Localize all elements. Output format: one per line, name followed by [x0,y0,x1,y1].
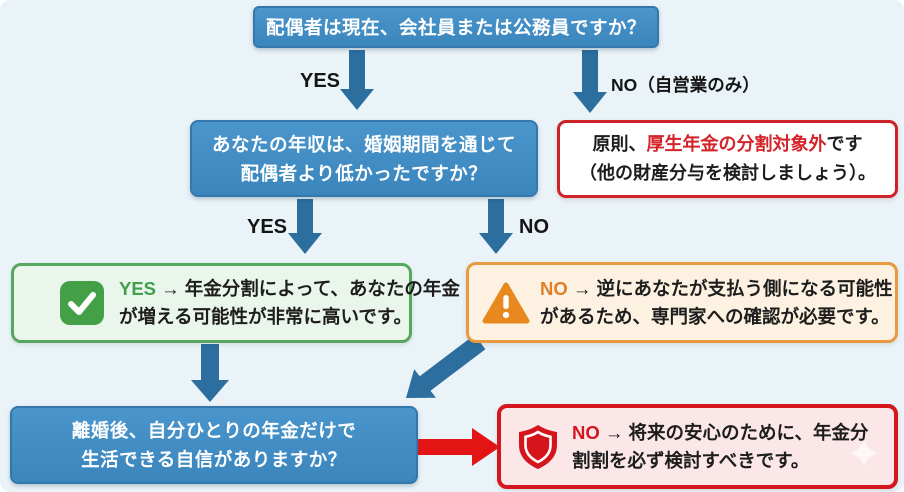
result-not-eligible-line2: （他の財産分与を検討しましょう）。 [579,163,876,183]
question-income-line1: あなたの年収は、婚姻期間を通じて [211,133,516,155]
result-yes-rest: → 年金分割によって、あなたの年金 [156,278,460,299]
sparkle-icon [850,439,878,472]
result-no-payer-risk: NO → 逆にあなたが支払う側になる可能性 があるため、専門家への確認が必要です… [466,262,898,343]
edge-label-q2-no: NO [519,216,549,238]
arrow-q2-yes [288,199,322,254]
edge-label-q2-yes: YES [247,216,288,238]
result-no-line1: NO → 逆にあなたが支払う側になる可能性 [540,275,893,303]
question-spouse-employment: 配偶者は現在、会社員または公務員ですか？ [253,6,659,48]
arrow-yes-result-down [191,344,229,402]
result-final-rest: → 将来の安心のために、年金分 [599,421,869,443]
result-final-line1: NO → 将来の安心のために、年金分 [572,419,868,447]
question-income-comparison: あなたの年収は、婚姻期間を通じて 配偶者より低かったですか？ [190,120,538,197]
question-confidence-line1: 離婚後、自分ひとりの年金だけで [71,420,357,441]
not-eligible-suffix: です [826,134,863,154]
arrow-q2-no [479,199,513,254]
result-final-label: NO [572,421,600,443]
result-no-rest: → 逆にあなたが支払う側になる可能性 [567,277,893,299]
question-spouse-employment-text: 配偶者は現在、会社員または公務員ですか？ [265,16,646,38]
question-income-line2: 配偶者より低かったですか？ [240,162,488,184]
arrow-no-result-diagonal [406,334,486,398]
result-final-recommendation: NO → 将来の安心のために、年金分 割割を必ず検討すべきです。 [497,404,898,489]
result-yes-pension-increase: YES → 年金分割によって、あなたの年金 が増える可能性が非常に高いです。 [11,263,460,343]
shield-icon [515,423,561,471]
result-no-label: NO [540,277,568,299]
result-yes-label: YES [119,278,157,299]
not-eligible-prefix: 原則、 [592,134,647,154]
result-not-eligible: 原則、厚生年金の分割対象外です （他の財産分与を検討しましょう）。 [557,120,898,198]
result-no-line2: があるため、専門家への確認が必要です。 [540,305,890,327]
result-yes-line2: が増える可能性が非常に高いです。 [119,306,413,327]
arrow-q1-no [573,50,607,113]
question-post-divorce-confidence: 離婚後、自分ひとりの年金だけで 生活できる自信がありますか？ [10,406,418,484]
warning-icon [482,281,530,325]
arrow-q1-yes [340,50,374,110]
result-yes-line1: YES → 年金分割によって、あなたの年金 [119,275,460,303]
edge-label-q1-no: NO（自営業のみ） [611,75,760,95]
result-no-text: NO → 逆にあなたが支払う側になる可能性 があるため、専門家への確認が必要です… [540,275,893,331]
edge-label-q1-yes: YES [300,70,341,92]
result-yes-text: YES → 年金分割によって、あなたの年金 が増える可能性が非常に高いです。 [119,275,460,331]
result-final-line2: 割割を必ず検討すべきです。 [572,449,810,471]
check-icon [59,280,105,326]
question-confidence-line2: 生活できる自信がありますか？ [81,449,347,470]
result-not-eligible-line1: 原則、厚生年金の分割対象外です [593,130,863,159]
result-final-text: NO → 将来の安心のために、年金分 割割を必ず検討すべきです。 [572,419,868,475]
arrow-q3-no-red [414,428,500,466]
not-eligible-highlight: 厚生年金の分割対象外 [646,134,827,154]
